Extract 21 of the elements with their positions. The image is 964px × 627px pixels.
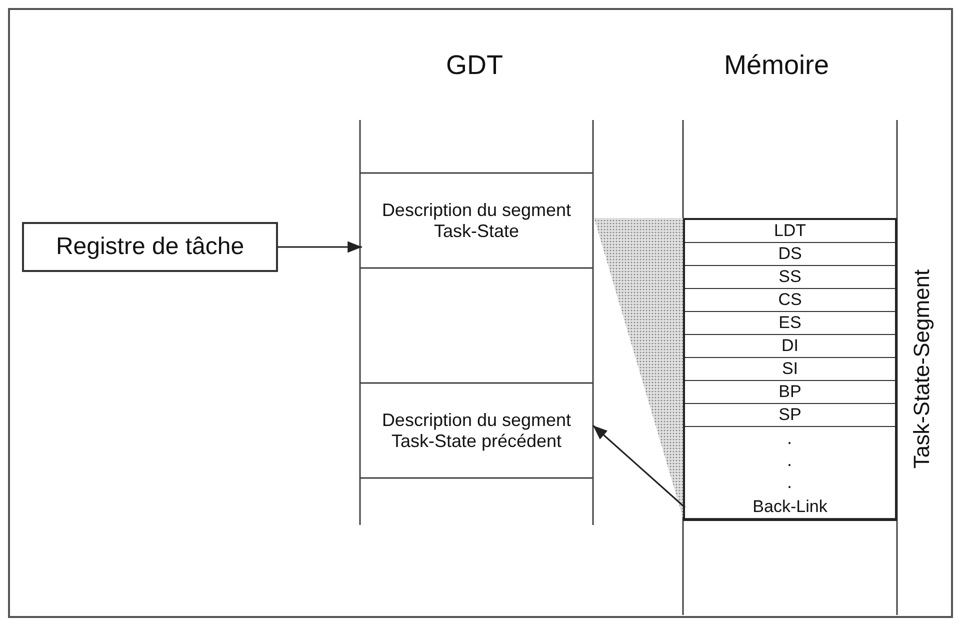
register-row: BP <box>685 381 895 404</box>
register-box: Registre de tâche <box>22 222 278 272</box>
register-row: ES <box>685 312 895 335</box>
ellipsis-dot: . <box>787 428 792 449</box>
register-row: SI <box>685 358 895 381</box>
descriptor-entry: Description du segment Task-State <box>362 175 591 266</box>
descriptor-entry: Description du segment Task-State précédent <box>362 385 591 476</box>
arrow <box>592 424 686 508</box>
ellipsis-dot: . <box>787 450 792 471</box>
arrow <box>278 241 362 253</box>
ellipsis-dot: . <box>787 472 792 493</box>
register-row: LDT <box>685 220 895 243</box>
register-row: CS <box>685 289 895 312</box>
register-row: SP <box>685 404 895 427</box>
register-row: DI <box>685 335 895 358</box>
column-heading: Mémoire <box>724 50 830 81</box>
segment-label: Task-State-Segment <box>909 269 935 469</box>
register-row: SS <box>685 266 895 289</box>
register-row: Back-Link <box>685 496 895 519</box>
column-heading: GDT <box>446 50 503 81</box>
register-row: DS <box>685 243 895 266</box>
